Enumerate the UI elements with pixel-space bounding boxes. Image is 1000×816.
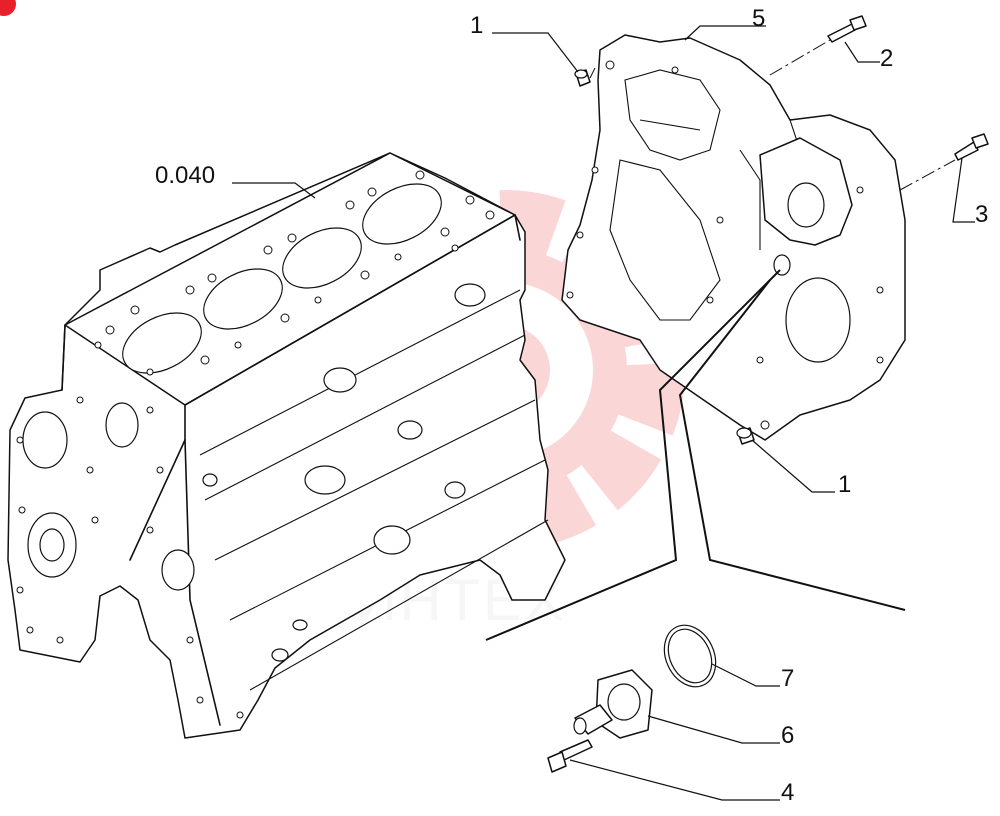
callout-0040: 0.040 <box>155 162 215 189</box>
leader-4 <box>569 759 780 801</box>
camshaft-bore <box>22 411 68 469</box>
pump-6 <box>573 669 653 739</box>
plug-1-bottom <box>736 427 755 445</box>
housing-holes <box>566 60 884 430</box>
callout-5: 5 <box>752 5 765 32</box>
cylinder-bore-2 <box>203 268 283 330</box>
callout-2: 2 <box>880 45 893 72</box>
callout-3: 3 <box>975 201 988 228</box>
leader-2 <box>844 41 880 63</box>
callout-1-top: 1 <box>470 12 483 39</box>
block-front-holes <box>16 396 244 719</box>
callout-4: 4 <box>781 779 794 806</box>
bolt-3 <box>954 133 989 161</box>
plug-1-top <box>574 69 591 87</box>
callout-labels: 0.040 1 5 2 3 1 7 6 4 <box>155 5 988 806</box>
bolt-2 <box>827 15 867 43</box>
cylinder-bore-4 <box>362 183 442 245</box>
balancer-bore <box>105 402 139 448</box>
deck-holes <box>94 170 495 376</box>
leader-1-bottom <box>751 439 835 493</box>
housing-large-bore <box>785 277 851 363</box>
leader-lines <box>232 25 975 801</box>
front-boss <box>39 528 65 562</box>
front-face-edge <box>61 324 221 726</box>
assembly-axes <box>589 39 956 191</box>
block-front-bores <box>22 402 195 591</box>
cylinder-bore-1 <box>122 312 202 374</box>
o-ring-7 <box>663 624 717 688</box>
deck-edge <box>184 214 521 441</box>
flange-bore <box>787 182 825 228</box>
callout-7: 7 <box>781 665 794 692</box>
callout-6: 6 <box>781 722 794 749</box>
lower-bore <box>161 549 195 591</box>
leader-3 <box>952 157 975 223</box>
callout-1-bottom: 1 <box>838 471 851 498</box>
housing-pump-seat <box>773 254 791 276</box>
block-side-bosses <box>202 283 486 662</box>
cylinder-bore-3 <box>282 227 362 289</box>
engine-block <box>7 152 566 739</box>
leader-7 <box>711 663 780 687</box>
leader-1-top <box>492 32 579 73</box>
leader-0040 <box>232 182 316 199</box>
housing-webs <box>609 69 811 321</box>
cylinder-bores <box>122 183 442 374</box>
corner-badge <box>0 0 16 16</box>
timing-gear-housing <box>561 34 906 441</box>
detail-section-lines <box>485 269 906 641</box>
leader-6 <box>647 715 780 744</box>
bolt-4 <box>547 739 593 773</box>
leader-5 <box>684 25 766 41</box>
